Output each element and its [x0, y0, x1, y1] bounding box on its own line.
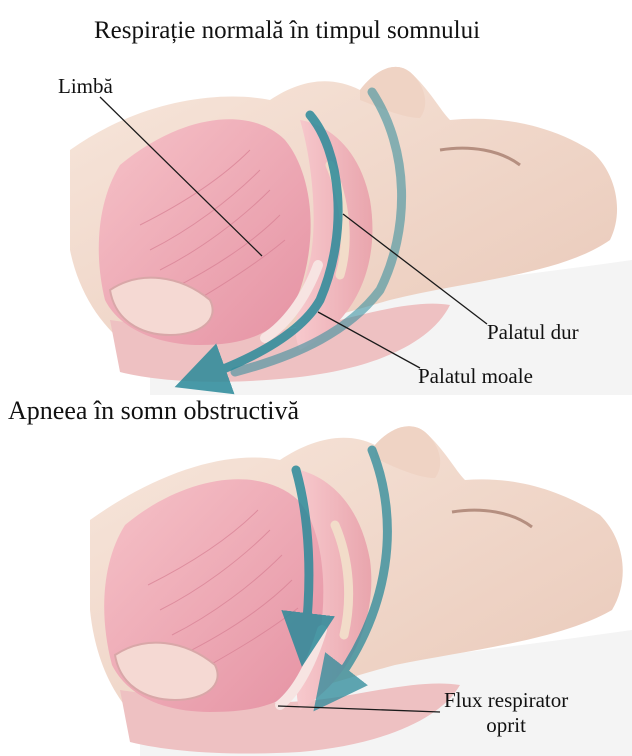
- label-airflow-stopped-line2: oprit: [486, 713, 526, 737]
- jaw-bottom: [113, 641, 219, 702]
- label-airflow-stopped-line1: Flux respirator: [444, 688, 569, 712]
- leader-line-airflow-stopped: [277, 705, 441, 713]
- nose-bottom: [375, 426, 441, 478]
- airflow-arrow-icon: [230, 87, 407, 377]
- eye-bottom: [451, 508, 533, 529]
- label-tongue: Limbă: [58, 74, 113, 98]
- title-normal-breathing: Respirație normală în timpul somnului: [94, 17, 481, 44]
- label-airflow-stopped: Flux respirator oprit: [444, 690, 568, 736]
- label-soft-palate: Palatul moale: [418, 364, 533, 388]
- normal-breathing-panel: [70, 66, 632, 395]
- eye-top: [439, 146, 521, 167]
- leader-line-hard-palate: [342, 213, 488, 325]
- airflow-arrow-icon: [313, 445, 392, 712]
- jaw-top: [108, 276, 214, 337]
- label-hard-palate: Palatul dur: [487, 320, 579, 344]
- hard-palate-bottom: [330, 520, 354, 640]
- apnea-panel: [90, 426, 632, 756]
- title-obstructive-apnea: Apneea în somn obstructivă: [8, 396, 299, 425]
- airflow-arrow-icon: [281, 465, 335, 667]
- leader-line-tongue: [99, 96, 263, 257]
- soft-palate-top: [260, 260, 323, 343]
- leader-line-soft-palate: [317, 311, 421, 369]
- airflow-arrow-icon: [174, 110, 343, 395]
